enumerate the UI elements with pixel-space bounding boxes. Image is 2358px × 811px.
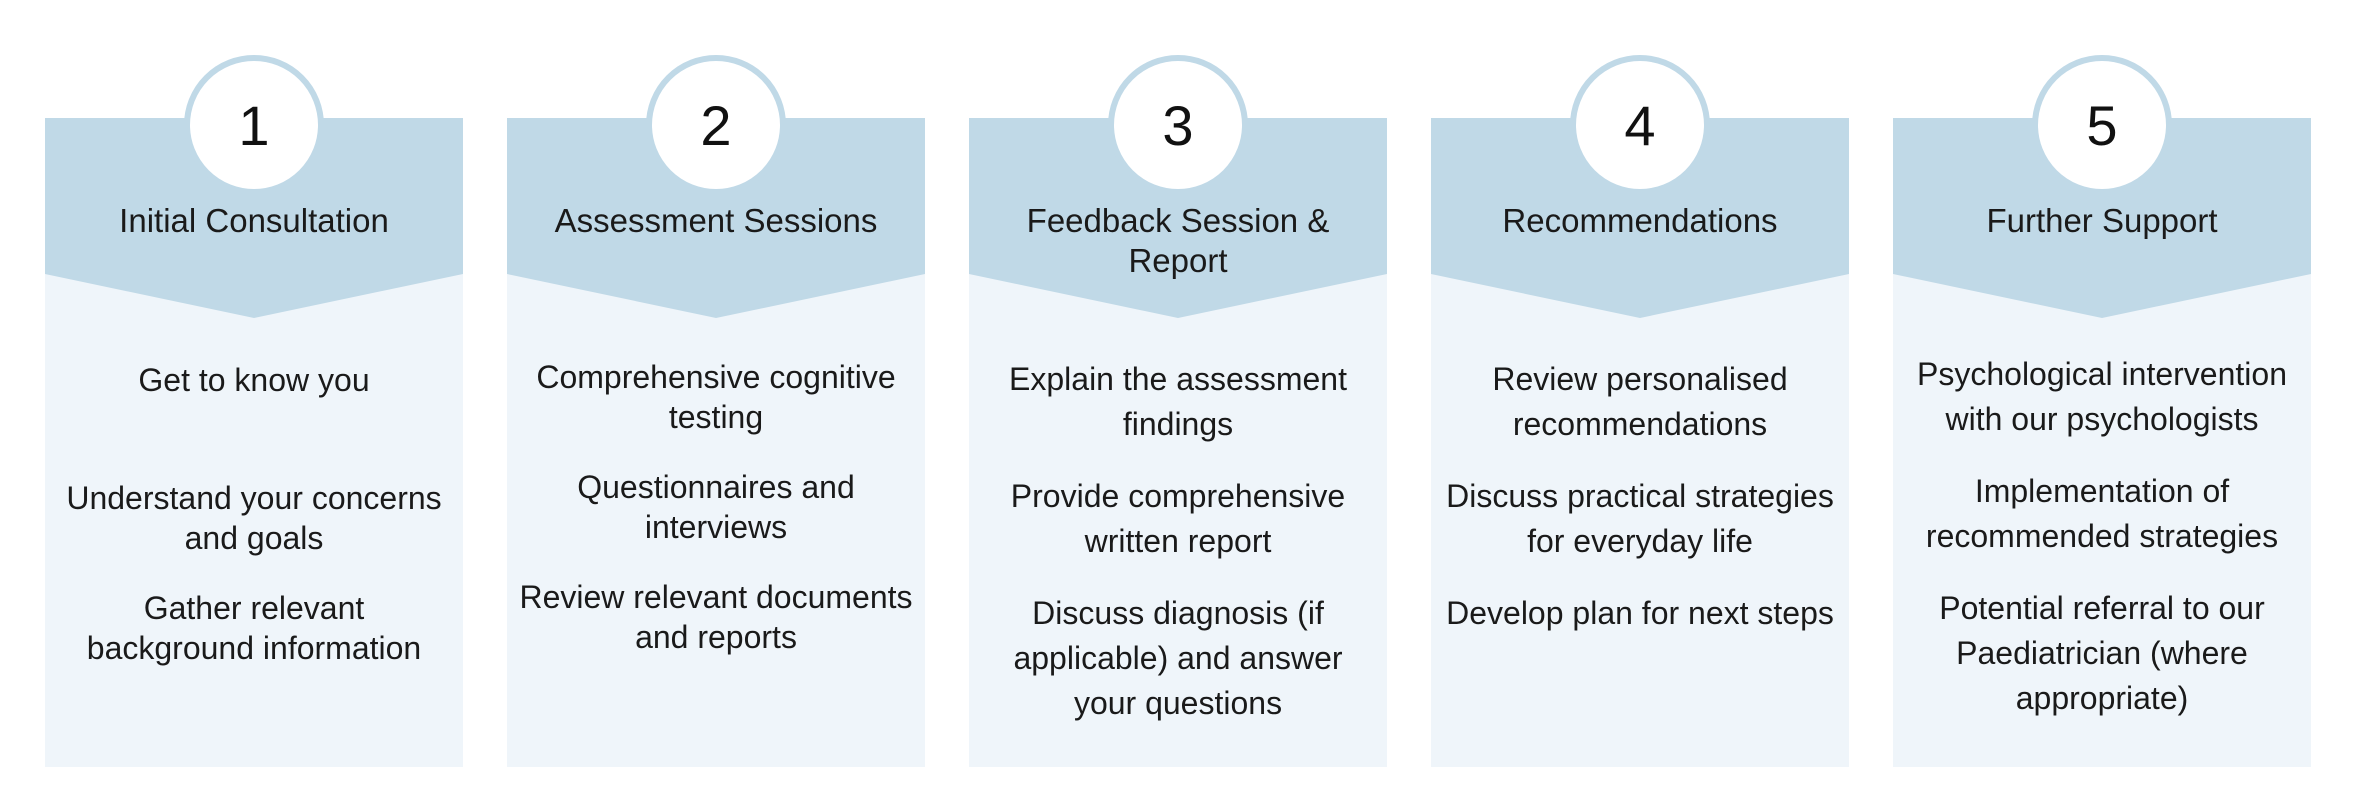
step-number-badge: 5 — [2032, 55, 2172, 195]
step-item: Implementation of recommended strategies — [1925, 473, 2279, 554]
step-title: Assessment Sessions — [554, 202, 878, 239]
step-card-2: 2 Assessment Sessions Comprehensive cogn… — [507, 55, 925, 767]
step-item: Potential referral to our Paediatrician … — [1939, 590, 2265, 716]
step-items: Get to know you Understand your concerns… — [57, 360, 451, 698]
step-item: Review relevant documents and reports — [519, 579, 913, 655]
step-number-badge: 2 — [646, 55, 786, 195]
step-title: Feedback Session & Report — [1026, 202, 1330, 279]
step-item: Explain the assessment findings — [1009, 361, 1347, 442]
step-item: Develop plan for next steps — [1446, 595, 1834, 631]
step-item: Review personalised recommendations — [1492, 361, 1788, 442]
step-item: Understand your concerns and goals — [66, 480, 442, 556]
step-item: Gather relevant background information — [86, 590, 422, 666]
step-card-1: 1 Initial Consultation Get to know you U… — [45, 55, 463, 767]
step-title: Initial Consultation — [119, 202, 389, 239]
step-card-5: 5 Further Support Psychological interven… — [1893, 55, 2311, 767]
step-title: Further Support — [1986, 202, 2218, 239]
step-item: Psychological intervention with our psyc… — [1917, 356, 2287, 437]
step-title: Recommendations — [1502, 202, 1778, 239]
step-items: Psychological intervention with our psyc… — [1905, 352, 2299, 748]
step-items: Explain the assessment findings Provide … — [981, 357, 1375, 753]
step-item: Provide comprehensive written report — [1010, 478, 1346, 559]
step-item: Comprehensive cognitive testing — [536, 359, 896, 435]
step-number-badge: 1 — [184, 55, 324, 195]
step-items: Comprehensive cognitive testing Question… — [519, 357, 913, 687]
step-item: Discuss diagnosis (if applicable) and an… — [1013, 595, 1343, 721]
step-item: Questionnaires and interviews — [577, 469, 855, 545]
step-item: Get to know you — [138, 362, 370, 398]
step-number-badge: 3 — [1108, 55, 1248, 195]
step-items: Review personalised recommendations Disc… — [1443, 357, 1837, 663]
step-card-4: 4 Recommendations Review personalised re… — [1431, 55, 1849, 767]
step-number-badge: 4 — [1570, 55, 1710, 195]
step-item: Discuss practical strategies for everyda… — [1446, 478, 1834, 559]
step-card-3: 3 Feedback Session & Report Explain the … — [969, 55, 1387, 767]
